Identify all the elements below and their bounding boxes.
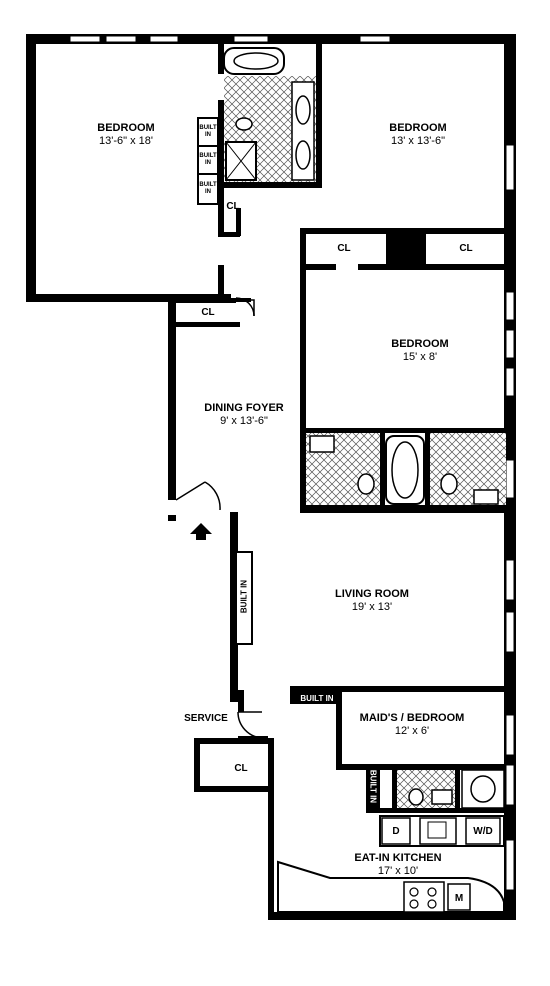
room-name: BEDROOM — [389, 122, 447, 134]
room-name: LIVING ROOM — [335, 588, 409, 600]
closet-label: CL — [459, 243, 473, 254]
windows — [69, 35, 515, 891]
room-name: DINING FOYER — [204, 402, 284, 414]
room-label-bedroom-mid: BEDROOM 15' x 8' — [391, 338, 448, 364]
microwave-label: M — [454, 893, 464, 904]
washer-dryer-label: W/D — [473, 826, 493, 837]
room-label-bedroom-ne: BEDROOM 13' x 13'-6" — [389, 122, 446, 148]
room-name: EAT-IN KITCHEN — [354, 852, 442, 864]
room-dimensions: 13'-6" x 18' — [99, 135, 153, 147]
room-label-bedroom-nw: BEDROOM 13'-6" x 18' — [97, 122, 154, 148]
builtin-stack — [197, 117, 219, 205]
entry-arrow-icon — [190, 523, 212, 540]
room-name: BEDROOM — [97, 122, 155, 134]
builtin-label: BUILT IN — [199, 153, 217, 166]
closet-label: CL — [234, 763, 248, 774]
builtin-label: BUILT IN — [300, 694, 334, 703]
closet-label: CL — [337, 243, 351, 254]
room-name: MAID'S / BEDROOM — [359, 712, 465, 724]
builtin-label: BUILT IN — [368, 769, 378, 804]
room-dimensions: 13' x 13'-6" — [391, 135, 445, 147]
closet-label: CL — [226, 201, 240, 212]
builtin-label: BUILT IN — [199, 182, 217, 195]
interior-walls — [176, 44, 506, 813]
room-dimensions: 12' x 6' — [394, 725, 430, 737]
room-dimensions: 15' x 8' — [402, 351, 438, 363]
closet-label: CL — [201, 307, 215, 318]
service-label: SERVICE — [184, 713, 228, 724]
bathroom-maid — [397, 769, 505, 809]
room-label-living-room: LIVING ROOM 19' x 13' — [335, 588, 409, 614]
kitchen-fixtures — [277, 815, 505, 913]
room-label-kitchen: EAT-IN KITCHEN 17' x 10' — [354, 852, 441, 878]
dishwasher-label: D — [392, 826, 400, 837]
room-dimensions: 9' x 13'-6" — [220, 415, 268, 427]
room-dimensions: 17' x 10' — [377, 865, 419, 877]
builtin-label: BUILT IN — [239, 579, 249, 614]
room-label-maids-bedroom: MAID'S / BEDROOM 12' x 6' — [360, 712, 465, 738]
room-dimensions: 19' x 13' — [351, 601, 393, 613]
room-label-dining-foyer: DINING FOYER 9' x 13'-6" — [204, 402, 283, 428]
bathroom-mid — [306, 433, 506, 505]
exterior-walls — [26, 34, 516, 920]
builtin-label: BUILT IN — [199, 125, 217, 138]
bathroom-north — [223, 47, 316, 182]
doors — [175, 297, 263, 739]
room-name: BEDROOM — [391, 338, 449, 350]
